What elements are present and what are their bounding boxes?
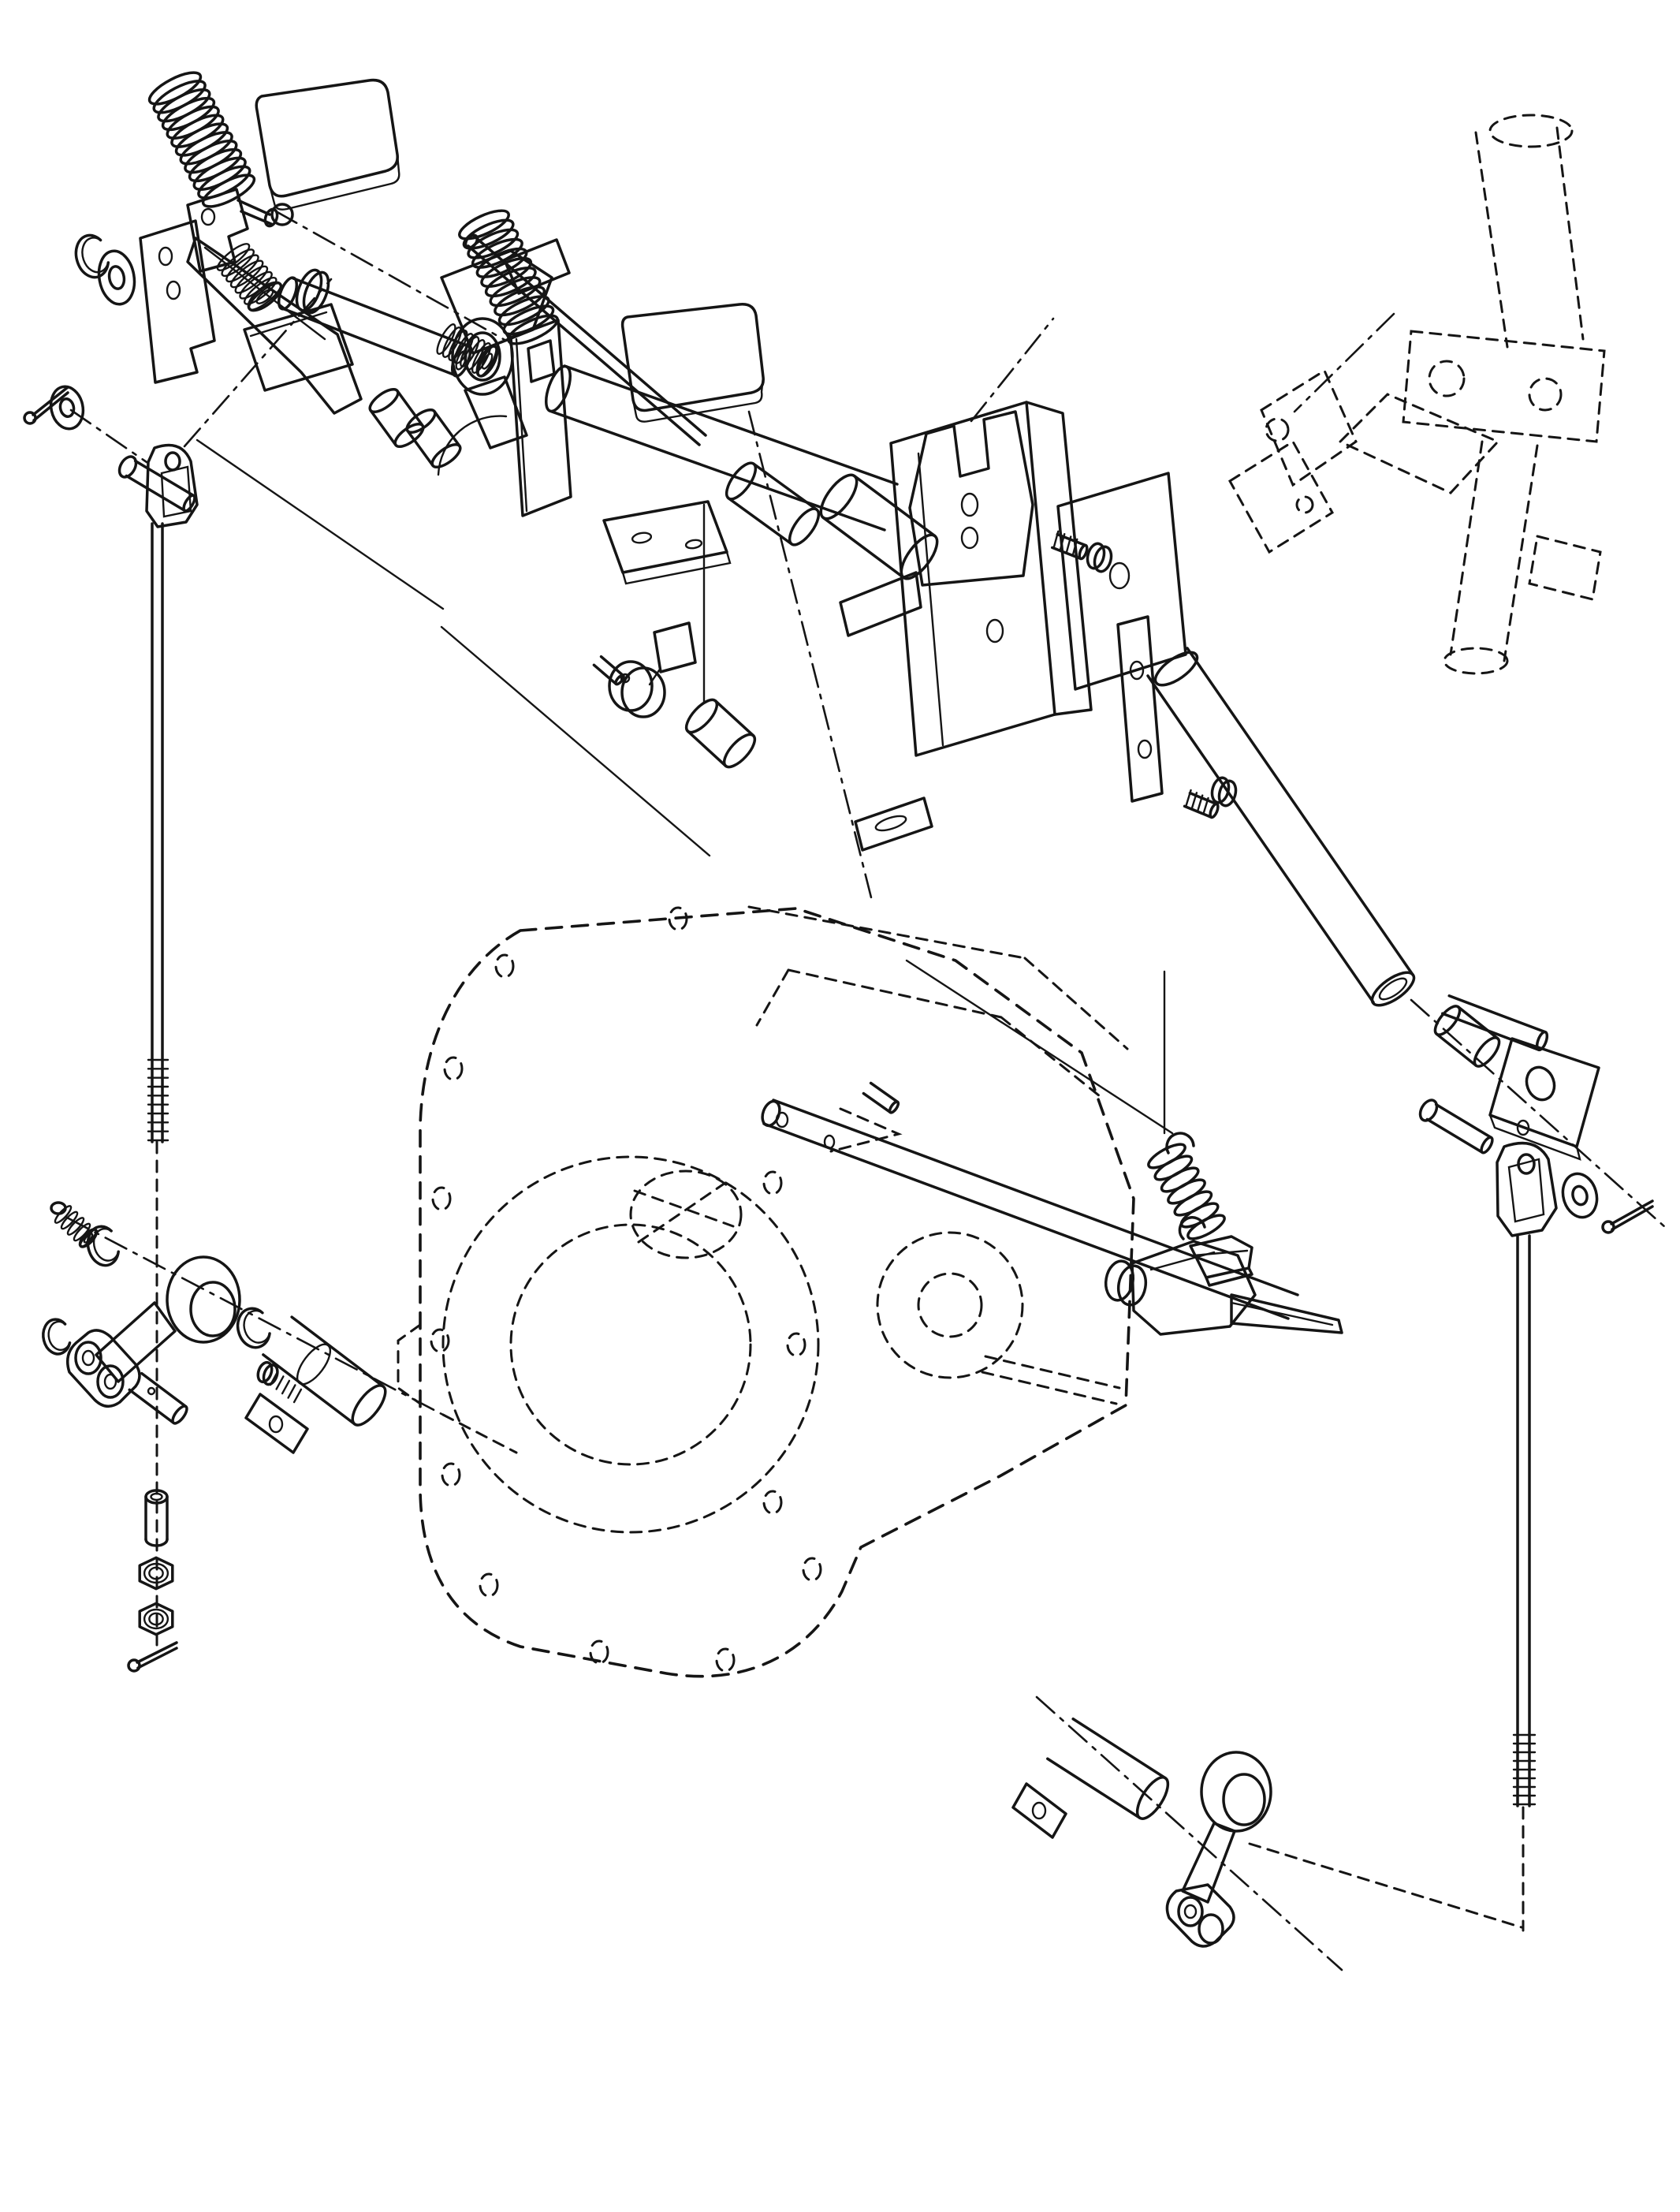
fitting-28-left-head: [50, 1201, 67, 1215]
spring-24-hook-bottom: [1178, 1216, 1206, 1240]
pin-42-left: [128, 1371, 188, 1425]
link-25-bottom: [1046, 1717, 1170, 1820]
bushing-large: [819, 473, 939, 580]
nut-45-left: [138, 1602, 174, 1636]
cotter-pin-11-right: [1601, 1199, 1654, 1234]
snap-ring-7: [74, 233, 110, 279]
rod-8-left-threads: [147, 1058, 169, 1142]
pedal-shaft-tube: [277, 268, 508, 476]
bolt-17-head: [1086, 542, 1113, 573]
snap-ring-44-left: [42, 1318, 72, 1356]
rod-19-assembly: [761, 1099, 1343, 1336]
grease-fitting-28-left: [54, 1205, 99, 1248]
bushing-13-left: [216, 243, 283, 312]
spring-12-left: [147, 71, 256, 208]
axis-lines: [65, 210, 1667, 1971]
nut-41-left: [138, 1556, 174, 1591]
pin-21: [862, 1081, 900, 1114]
pin-23: [592, 655, 625, 686]
rocker-30-cluster: [66, 1255, 309, 1454]
spring-24-hook-top: [1165, 1132, 1195, 1154]
spring-12-right: [458, 209, 559, 345]
pedal-pad-5-right: [620, 303, 765, 423]
bushing-14-02: [684, 698, 757, 769]
diagram-line-art: [65, 78, 1667, 1971]
link-25-left: [262, 1315, 387, 1427]
link-25-left-band: [296, 1343, 332, 1386]
rod-8-left: [145, 443, 199, 1143]
clevis-pin-9-right: [1425, 1102, 1494, 1154]
bolt-18-threads: [1185, 789, 1209, 815]
center-bracket-weldment: [509, 319, 1416, 1007]
bolt-27-left-head: [256, 1360, 279, 1386]
pin-9-right-head: [1418, 1099, 1439, 1122]
washer-10-right: [1561, 1172, 1599, 1219]
snap-ring-31-left-a: [86, 1225, 120, 1267]
bolt-27-left-threads: [269, 1371, 303, 1404]
snap-ring-31-left-b: [236, 1307, 271, 1349]
washer-10-left: [49, 385, 85, 431]
bolt-18-head: [1210, 776, 1238, 808]
grouping-lines: [196, 438, 1174, 1135]
clevis-pin-9-left: [125, 459, 196, 513]
wedge-20: [1189, 1235, 1253, 1287]
bushing-14-01-center: [725, 461, 821, 546]
rod-8-right-threads: [1512, 1733, 1537, 1806]
transmission-housing-dashed: [397, 905, 1135, 1678]
spring-24: [1147, 1143, 1226, 1240]
bushing-3-01-b: [405, 408, 462, 469]
generated-hardware: [23, 71, 1654, 1820]
collar-22: [608, 621, 697, 718]
crank-29-cluster: [1011, 1751, 1272, 1948]
spacer-40-left: [144, 1489, 169, 1547]
bolt-17-threads: [1052, 530, 1078, 557]
right-link-and-clevis: [1488, 1037, 1600, 1807]
washer-6: [97, 249, 136, 306]
pin-rod-right: [1441, 994, 1549, 1052]
fig307-reference-assembly-dashed: [1227, 114, 1606, 675]
cotter-pin-11-left-bottom: [127, 1641, 178, 1673]
bushing-3-01-a: [368, 387, 425, 449]
pin-42-left-hole: [147, 1386, 156, 1396]
bushing-13-right: [436, 323, 499, 378]
pedal-stop-plate: [602, 500, 732, 585]
pedal-pad-5-left: [255, 78, 400, 211]
pin-9-head: [117, 455, 138, 479]
